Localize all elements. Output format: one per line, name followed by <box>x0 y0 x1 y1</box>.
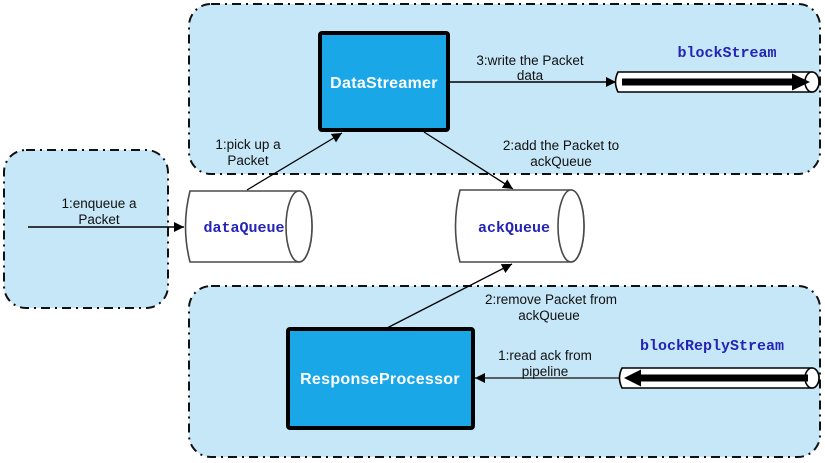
response-processor-label: ResponseProcessor <box>300 371 460 388</box>
edge-pick-up-packet-label-line2: Packet <box>227 153 269 168</box>
edge-enqueue-packet-label: 1:enqueue a Packet <box>61 196 137 227</box>
edge-remove-packet-line <box>386 263 513 329</box>
edge-read-ack-label-line2: pipeline <box>522 364 569 379</box>
response-processor-box <box>286 327 475 430</box>
edge-read-ack-label-line1: 1:read ack from <box>498 348 592 363</box>
edge-add-packet-label-line1: 2:add the Packet to <box>503 138 619 153</box>
block-stream-label: blockStream <box>677 45 776 62</box>
edge-read-ack-label: 1:read ack from pipeline <box>498 348 592 379</box>
block-stream-node: blockStream <box>614 45 820 93</box>
edge-enqueue-packet-label-line2: Packet <box>78 212 120 227</box>
block-stream-flow-arrow <box>622 73 810 91</box>
edge-remove-packet-label-line2: ackQueue <box>518 308 580 323</box>
block-reply-stream-label: blockReplyStream <box>640 338 784 355</box>
block-reply-stream-node: blockReplyStream <box>618 338 820 389</box>
response-processor-node: ResponseProcessor <box>286 327 475 430</box>
edge-write-packet-label-line2: data <box>517 68 544 83</box>
data-streamer-box <box>318 31 450 132</box>
ack-queue-label: ackQueue <box>478 220 550 237</box>
edge-add-packet-label-line2: ackQueue <box>530 154 592 169</box>
data-queue-endcap <box>285 190 313 263</box>
data-queue-node: dataQueue <box>184 190 313 263</box>
edge-add-packet-line <box>423 131 514 190</box>
edge-write-packet-label-line1: 3:write the Packet <box>476 53 584 68</box>
edge-pick-up-packet-label: 1:pick up a Packet <box>215 137 281 168</box>
edge-enqueue-packet-label-line1: 1:enqueue a <box>61 196 137 211</box>
edge-remove-packet-label: 2:remove Packet from ackQueue <box>485 292 617 323</box>
data-streamer-node: DataStreamer <box>318 31 450 132</box>
edge-write-packet-label: 3:write the Packet data <box>476 53 584 83</box>
edge-add-packet-label: 2:add the Packet to ackQueue <box>503 138 619 169</box>
ack-queue-endcap <box>557 189 585 263</box>
data-queue-label: dataQueue <box>203 220 284 237</box>
ack-queue-node: ackQueue <box>454 189 585 263</box>
edge-remove-packet-label-line1: 2:remove Packet from <box>485 292 617 307</box>
panel-client <box>3 149 169 309</box>
edge-pick-up-packet-label-line1: 1:pick up a <box>215 137 281 152</box>
block-reply-stream-flow-arrow <box>624 369 808 387</box>
data-streamer-label: DataStreamer <box>330 75 438 92</box>
edge-pick-up-packet-line <box>246 132 343 191</box>
